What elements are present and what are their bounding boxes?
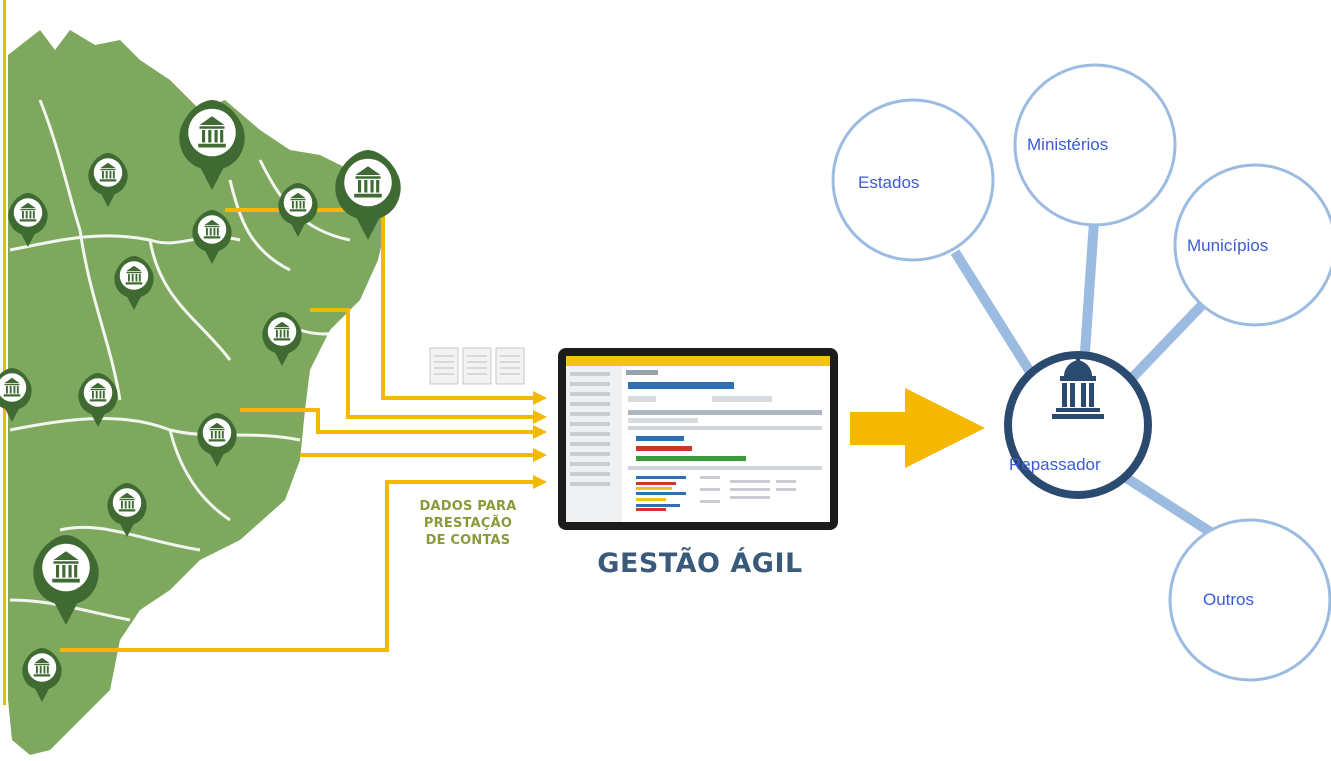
node-circle-ministerios	[1013, 63, 1177, 227]
node-circle-municipios	[1173, 163, 1331, 327]
node-label-ministerios: Ministérios	[1027, 135, 1109, 154]
tablet-screen	[558, 348, 838, 530]
caption-line: DADOS PARA	[419, 499, 517, 514]
government-building-icon	[1052, 353, 1104, 419]
hub-spokes	[950, 221, 1218, 540]
document-icons	[429, 347, 525, 385]
product-name: GESTÃO ÁGIL	[597, 548, 803, 579]
caption-line: PRESTAÇÃO	[423, 516, 513, 531]
node-circles	[831, 63, 1331, 682]
caption-line: DE CONTAS	[425, 533, 511, 548]
node-label-estados: Estados	[858, 173, 920, 192]
left-edge-bar	[3, 0, 6, 705]
node-circle-outros	[1168, 518, 1331, 682]
node-label-outros: Outros	[1203, 590, 1255, 609]
big-yellow-arrow	[850, 388, 985, 468]
node-label-municipios: Municípios	[1187, 236, 1269, 255]
node-circle-estados	[831, 98, 995, 262]
hub-label: Repassador	[1009, 455, 1101, 474]
connector-arrowheads	[533, 391, 547, 489]
data-caption: DADOS PARA PRESTAÇÃO DE CONTAS	[408, 498, 528, 549]
